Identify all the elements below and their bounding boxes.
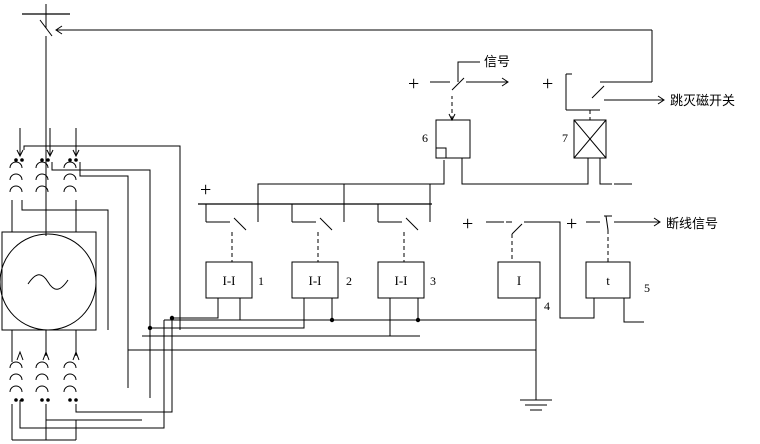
ct-low-c-arrow (72, 350, 80, 361)
unit-6: 6 (422, 119, 589, 185)
r4-blade (511, 223, 523, 235)
generator-frame (1, 231, 97, 331)
relay-3: I-I 3 (377, 261, 436, 336)
ct-wire-1 (23, 145, 181, 330)
ct-low-wire-1 (19, 320, 165, 429)
u6-plus: + (408, 73, 419, 95)
ct-c-arrow (72, 149, 80, 158)
breaker-blade (39, 19, 53, 37)
relay-3-id: 3 (430, 274, 436, 288)
relay-5: t 5 (559, 234, 650, 323)
trip-label: 跳灭磁开关 (670, 93, 735, 108)
ground-icon (520, 399, 552, 411)
r4-out (524, 221, 561, 234)
u6-arrow (448, 113, 456, 122)
ct-low-b-arrow (42, 350, 50, 361)
unit-6-label: 6 (422, 131, 428, 145)
upper-ct-group (9, 158, 78, 193)
relay-4: I 4 (497, 261, 550, 400)
u7-blade (591, 85, 605, 99)
unit-7: 7 (562, 119, 632, 185)
relay-5-text: t (606, 273, 610, 288)
relay-1-text: I-I (223, 273, 236, 288)
relay-2-id: 2 (346, 274, 352, 288)
break-label: 断线信号 (666, 216, 718, 231)
c1-blade (233, 217, 247, 231)
relay-2-text: I-I (309, 273, 322, 288)
u7-plus: + (542, 73, 553, 95)
signal-label: 信号 (484, 54, 510, 69)
r5-plus: + (566, 213, 577, 235)
r5-contact-v (605, 215, 609, 231)
relay-4-id: 4 (544, 299, 550, 313)
ct-low-a-arrow (16, 350, 24, 361)
unit-7-label: 7 (562, 131, 568, 145)
u7-trip-arrow (657, 95, 665, 105)
u6-sig-lead (457, 61, 480, 82)
ct-wire-3 (79, 162, 129, 388)
c3-blade (405, 217, 419, 231)
ct-a-arrow (16, 149, 24, 158)
ct-b-arrow (46, 149, 54, 158)
dc-plus-sign: + (200, 179, 211, 201)
trip-arrow (55, 25, 63, 35)
r5-arrow (653, 217, 661, 227)
c2-blade (319, 217, 333, 231)
lower-ct-group (9, 361, 78, 402)
contact-out (257, 160, 445, 222)
u6-blade (451, 77, 465, 91)
relay-4-text: I (517, 273, 521, 288)
relay-2: I-I 2 (150, 261, 352, 329)
relay-1: I-I 1 (172, 261, 264, 320)
u6-sig-arrow (501, 77, 509, 87)
generator-wave-icon (27, 274, 69, 290)
ct-wire-2 (51, 162, 151, 398)
relay-1-id: 1 (258, 274, 264, 288)
ct-wire-4 (21, 200, 109, 330)
r4-plus: + (462, 213, 473, 235)
ct-low-wire-3 (75, 318, 173, 413)
relay-3-text: I-I (395, 273, 408, 288)
relay-5-id: 5 (644, 281, 650, 295)
